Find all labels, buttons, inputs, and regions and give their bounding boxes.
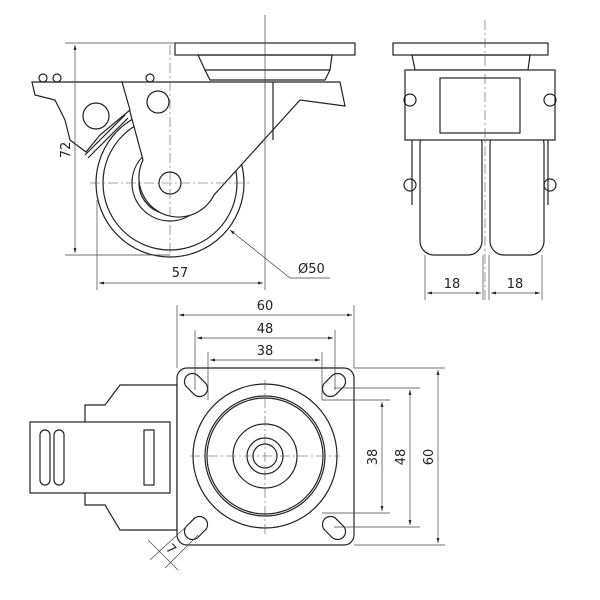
brake-lever <box>31 81 131 153</box>
front-view: 18 18 <box>392 20 557 300</box>
height-dimension: 72 <box>59 142 74 159</box>
wheel-diameter-dimension: Ø50 <box>298 262 325 277</box>
slot-width-dimension: 7 <box>162 541 178 557</box>
plate-width-dimension: 60 <box>257 299 274 314</box>
offset-dimension: 57 <box>172 266 189 281</box>
hole-outer-height-dimension: 48 <box>394 449 409 466</box>
plate-height-dimension: 60 <box>422 449 437 466</box>
hole-inner-height-dimension: 38 <box>366 449 381 466</box>
hole-outer-width-dimension: 48 <box>257 322 274 337</box>
brake-pedal <box>29 421 171 494</box>
wheel-width-left-dimension: 18 <box>444 277 461 292</box>
wheel-right <box>489 129 545 256</box>
mounting-plate <box>176 367 355 546</box>
hole-inner-width-dimension: 38 <box>257 344 274 359</box>
bracket <box>404 69 556 141</box>
wheel-left <box>419 129 483 256</box>
top-plate <box>392 42 549 56</box>
wheel-width-right-dimension: 18 <box>507 277 524 292</box>
side-view: 72 57 Ø50 <box>31 15 356 290</box>
top-view: 60 48 38 38 48 60 7 <box>29 299 445 571</box>
